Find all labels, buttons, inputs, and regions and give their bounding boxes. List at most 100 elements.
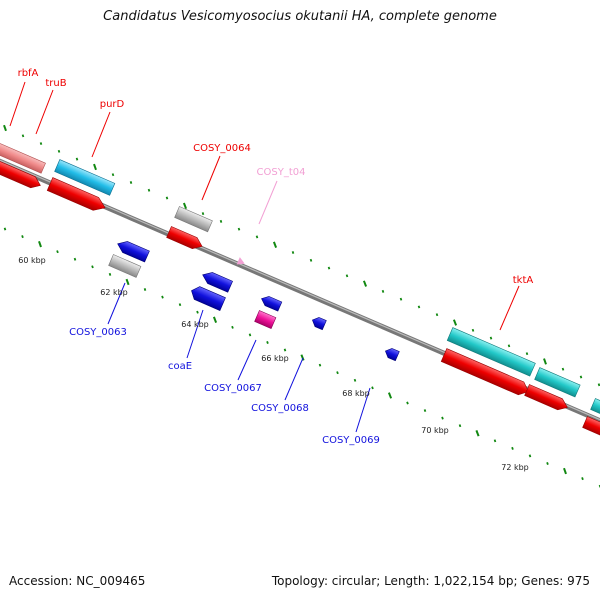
tick-minor [57,149,61,153]
tick-minor [345,274,349,278]
tick-minor [581,477,584,481]
scale-label-62: 62 kbp [100,288,128,297]
feature-COSY_0069[interactable] [383,346,400,362]
tick-minor [579,375,583,379]
gene-label-rbfA[interactable]: rbfA [18,68,39,79]
topology-text: Topology: circular; Length: 1,022,154 bp… [271,574,590,588]
label-leaders [9,81,520,433]
tick-minor [546,462,549,465]
feature-COSY_0067[interactable] [254,310,277,330]
tick-minor [283,348,287,352]
gene-label-purD[interactable]: purD [100,99,125,110]
tick-minor [471,328,475,332]
feature-purD[interactable] [46,177,108,215]
feature-red-arrow-3[interactable] [582,416,600,442]
tick-minor [336,371,339,375]
scale-label-70: 70 kbp [421,426,449,435]
tick-major [543,358,547,365]
tick-minor [178,303,182,307]
feature-gray-1[interactable] [174,206,213,233]
tick-major [125,278,130,286]
tick-minor [3,227,7,231]
feature-red-arrow-2[interactable] [524,384,570,412]
tick-minor [417,305,421,309]
tick-minor [353,378,357,382]
tick-minor [561,367,565,371]
feature-teal-3[interactable] [590,398,600,422]
tick-major [300,354,305,361]
feature-COSY_0068[interactable] [310,315,327,331]
tick-minor [406,401,409,405]
gene-label-tktA[interactable]: tktA [513,275,534,286]
feature-teal-2[interactable] [534,367,581,398]
gene-label-COSY_t04[interactable]: COSY_t04 [257,167,306,178]
tick-minor [371,386,374,390]
scale-label-72: 72 kbp [501,463,529,472]
scale-label-68: 68 kbp [342,389,370,398]
tick-minor [91,265,94,269]
tick-minor [73,257,77,261]
tick-minor [327,266,331,270]
tick-minor [511,446,514,450]
feature-teal-1[interactable] [446,327,536,377]
tick-minor [309,258,313,262]
tick-minor [21,235,24,239]
feature-gray-2[interactable] [108,254,142,278]
feature-blue-2[interactable] [200,269,233,293]
tick-major [212,316,218,323]
tick-minor [237,227,241,231]
scale-label-64: 64 kbp [181,320,209,329]
feature-truB[interactable] [54,159,116,196]
tick-minor [111,173,115,177]
gene-label-COSY_0067[interactable]: COSY_0067 [204,383,262,394]
feature-coaE[interactable] [189,284,226,311]
tick-minor [56,250,59,254]
tick-minor [196,310,199,314]
tick-minor [458,424,462,428]
gene-labels: rbfA truB purD COSY_0064 COSY_t04 tktA C… [18,68,534,446]
gene-label-COSY_0069[interactable]: COSY_0069 [322,435,380,446]
feature-rbfA[interactable] [0,140,46,174]
tick-minor [231,325,234,329]
tick-minor [143,288,147,291]
tick-major [452,319,458,326]
gene-label-COSY_0068[interactable]: COSY_0068 [251,403,309,414]
feature-blue-4[interactable] [260,294,283,312]
tick-minor [266,341,269,344]
tick-minor [219,219,223,223]
tick-minor [399,297,403,301]
feature-red-arrow-1[interactable] [0,159,43,191]
scale-label-60: 60 kbp [18,256,46,265]
tick-major [563,467,567,475]
feature-COSY_0064[interactable] [166,226,205,251]
tick-minor [248,333,252,337]
tick-major [38,240,42,248]
tick-minor [507,344,511,348]
feature-COSY_0063[interactable] [115,238,150,263]
tick-minor [129,181,133,184]
tick-minor [21,134,25,138]
tick-minor [423,409,427,412]
gene-label-coaE[interactable]: coaE [168,361,192,372]
feature-COSY_t04[interactable] [236,257,247,267]
gene-label-COSY_0063[interactable]: COSY_0063 [69,327,127,338]
tick-minor [108,272,112,276]
tick-minor [291,251,295,254]
tick-minor [255,235,259,239]
tick-major [272,241,278,248]
tick-major [362,280,368,287]
map-title: Candidatus Vesicomyosocius okutanii HA, … [103,9,497,24]
scale-labels: 60 kbp 62 kbp 64 kbp 66 kbp 68 kbp 70 kb… [18,256,529,472]
gene-label-COSY_0064[interactable]: COSY_0064 [193,143,251,154]
feature-tktA[interactable] [440,348,531,398]
tick-minor [381,289,385,293]
tick-major [475,430,480,437]
tick-minor [441,416,444,420]
tick-minor [39,142,43,145]
gene-label-truB[interactable]: truB [45,78,66,89]
tick-minor [493,439,497,443]
tick-major [182,202,188,210]
tick-minor [525,352,529,356]
tick-minor [489,336,493,340]
